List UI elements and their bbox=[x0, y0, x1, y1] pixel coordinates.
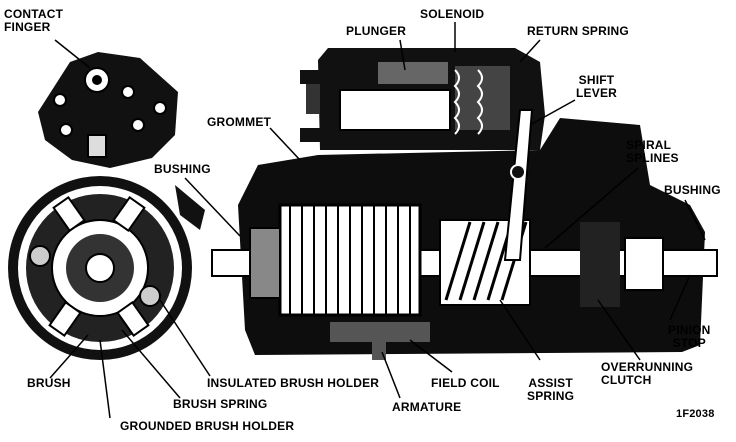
label-bushing-left: BUSHING bbox=[154, 162, 211, 176]
figure-id: 1F2038 bbox=[676, 408, 715, 420]
label-overrunning-clutch: OVERRUNNING CLUTCH bbox=[601, 360, 694, 387]
label-assist-spring: ASSIST SPRING bbox=[527, 376, 575, 403]
label-plunger: PLUNGER bbox=[346, 24, 407, 38]
label-brush-spring: BRUSH SPRING bbox=[173, 397, 268, 411]
label-pinion-stop: PINION STOP bbox=[668, 323, 711, 350]
leader-lines bbox=[49, 22, 706, 419]
label-brush: BRUSH bbox=[27, 376, 71, 390]
label-grounded-brush-holder: GROUNDED BRUSH HOLDER bbox=[120, 419, 295, 433]
label-contact-finger: CONTACT FINGER bbox=[4, 7, 64, 34]
label-insulated-brush-holder: INSULATED BRUSH HOLDER bbox=[207, 376, 380, 390]
label-grommet: GROMMET bbox=[207, 115, 272, 129]
label-spiral-splines: SPIRAL SPLINES bbox=[626, 138, 679, 165]
label-return-spring: RETURN SPRING bbox=[527, 24, 629, 38]
motor-housing-illustration bbox=[211, 48, 718, 360]
label-solenoid: SOLENOID bbox=[420, 7, 485, 21]
label-armature: ARMATURE bbox=[392, 400, 462, 414]
label-bushing-right: BUSHING bbox=[664, 183, 721, 197]
label-field-coil: FIELD COIL bbox=[431, 376, 500, 390]
end-frame-illustration bbox=[8, 52, 205, 360]
label-shift-lever: SHIFT LEVER bbox=[576, 73, 618, 100]
